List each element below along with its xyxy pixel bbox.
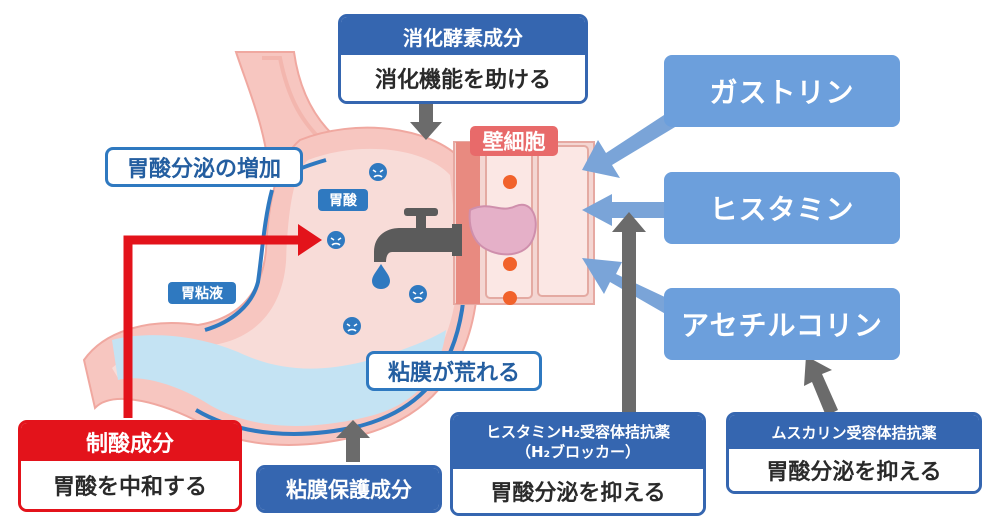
faucet-icon [374,208,462,262]
parietal-cell-panel [453,141,595,305]
parietal-cell-label: 壁細胞 [470,126,558,156]
muscarinic-title: ムスカリン受容体拮抗薬 [729,415,979,449]
gastric-fluid [112,330,446,426]
digestive-enzyme-title: 消化酵素成分 [341,17,585,55]
h2-blocker-title-line2: （H₂ブロッカー） [515,443,641,461]
h2-blocker-title-line1: ヒスタミンH₂受容体拮抗薬 [485,423,671,441]
histamine-box: ヒスタミン [664,172,900,244]
antacid-arrow [123,224,322,418]
antacid-box: 制酸成分 胃酸を中和する [18,420,242,512]
antacid-title: 制酸成分 [21,423,239,461]
cell-nucleus-icon [503,291,517,305]
antacid-desc: 胃酸を中和する [21,461,239,509]
mucosa-protect-box: 粘膜保護成分 [256,465,442,513]
digestive-enzyme-desc: 消化機能を助ける [341,55,585,101]
acid-increase-label: 胃酸分泌の増加 [105,147,303,187]
mucosa-protect-title: 粘膜保護成分 [259,468,439,510]
h2-blocker-box: ヒスタミンH₂受容体拮抗薬 （H₂ブロッカー） 胃酸分泌を抑える [450,412,706,516]
mucus-label: 胃粘液 [168,282,236,304]
water-drop-icon [372,264,390,289]
gray-arrows [336,104,838,462]
acid-face-icon [327,163,427,335]
h2-blocker-title: ヒスタミンH₂受容体拮抗薬 （H₂ブロッカー） [453,415,703,469]
muscarinic-box: ムスカリン受容体拮抗薬 胃酸分泌を抑える [726,412,982,494]
gastrin-box: ガストリン [664,55,900,127]
cell-nucleus-icon [503,257,517,271]
cell-nucleus-icon [503,175,517,189]
gastric-acid-label: 胃酸 [318,189,368,211]
acetylcholine-box: アセチルコリン [664,288,900,360]
muscarinic-desc: 胃酸分泌を抑える [729,449,979,491]
digestive-enzyme-box: 消化酵素成分 消化機能を助ける [338,14,588,104]
h2-blocker-desc: 胃酸分泌を抑える [453,469,703,513]
mucosa-damage-label: 粘膜が荒れる [366,351,542,391]
